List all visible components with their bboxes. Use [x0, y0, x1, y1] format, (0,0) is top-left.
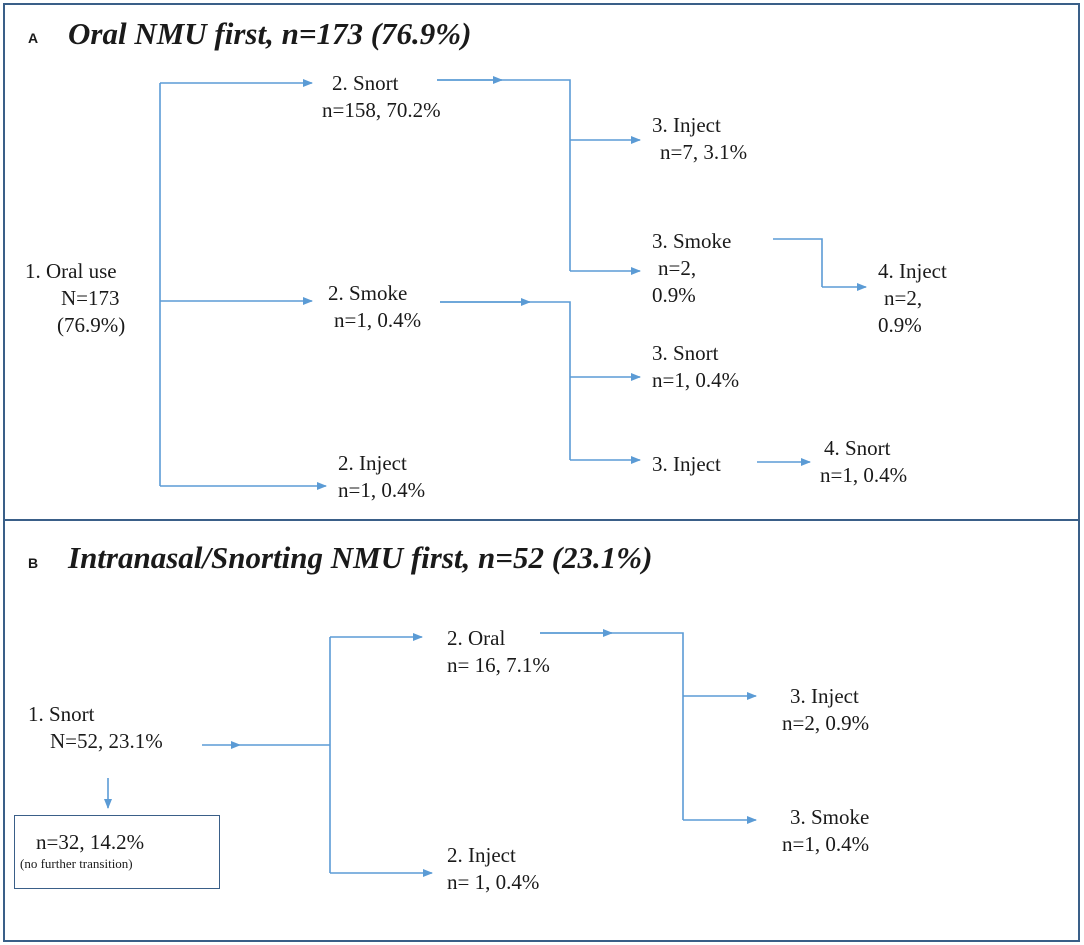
- node-oral-use: 1. Oral use N=173 (76.9%): [25, 258, 125, 339]
- node-label: 2. Oral: [447, 626, 506, 650]
- node-label: 2. Snort: [332, 71, 399, 95]
- node-label: 2. Inject: [338, 451, 407, 475]
- node-b-no-transition: n=32, 14.2% (no further transition): [20, 829, 144, 872]
- node-count: N=173: [61, 286, 120, 310]
- node-label: 1. Oral use: [25, 259, 117, 283]
- node-percent: 0.9%: [878, 313, 922, 337]
- node-a-inject-3a: 3. Inject n=7, 3.1%: [652, 112, 747, 166]
- node-a-snort-2: 2. Snort n=158, 70.2%: [322, 70, 441, 124]
- node-count: n= 16, 7.1%: [447, 653, 550, 677]
- node-label: 3. Smoke: [652, 229, 732, 253]
- node-label: 4. Inject: [878, 259, 947, 283]
- node-count: n=1, 0.4%: [820, 463, 908, 487]
- node-label: 3. Inject: [652, 452, 721, 476]
- node-count: n= 1, 0.4%: [447, 870, 540, 894]
- node-label: 3. Inject: [652, 113, 721, 137]
- node-label: 4. Snort: [824, 436, 891, 460]
- node-a-snort-4: 4. Snort n=1, 0.4%: [820, 435, 907, 489]
- node-count: n=32, 14.2%: [36, 830, 145, 854]
- node-a-smoke-3: 3. Smoke n=2, 0.9%: [652, 228, 731, 309]
- node-a-smoke-2: 2. Smoke n=1, 0.4%: [322, 280, 421, 334]
- node-count: N=52, 23.1%: [50, 729, 163, 753]
- node-a-snort-3: 3. Snort n=1, 0.4%: [652, 340, 739, 394]
- connector-smoke-out: [440, 301, 571, 460]
- node-count: n=2,: [884, 286, 923, 310]
- node-label: 3. Smoke: [790, 805, 870, 829]
- node-label: 2. Inject: [447, 843, 516, 867]
- connector-oral-out: [540, 632, 684, 820]
- no-transition-box: [14, 815, 220, 889]
- node-count: n=1, 0.4%: [338, 478, 426, 502]
- node-count: n=1, 0.4%: [652, 368, 740, 392]
- node-b-inject-3: 3. Inject n=2, 0.9%: [782, 683, 869, 737]
- node-b-smoke-3: 3. Smoke n=1, 0.4%: [782, 804, 869, 858]
- panel-b: [3, 519, 1080, 942]
- node-b-inject-2: 2. Inject n= 1, 0.4%: [447, 842, 539, 896]
- connector-b-trunk: [240, 637, 331, 873]
- panel-a-title: Oral NMU first, n=173 (76.9%): [68, 16, 472, 51]
- panel-b-letter: B: [28, 555, 39, 571]
- node-label: 1. Snort: [28, 702, 95, 726]
- node-b-oral-2: 2. Oral n= 16, 7.1%: [447, 625, 550, 679]
- node-a-inject-3b: 3. Inject: [652, 451, 721, 478]
- connector-snort-out: [437, 79, 571, 271]
- node-label: 3. Inject: [790, 684, 859, 708]
- node-note: (no further transition): [20, 856, 133, 871]
- node-count: n=2, 0.9%: [782, 711, 870, 735]
- connector-smoke3-out: [773, 238, 823, 287]
- node-percent: 0.9%: [652, 283, 696, 307]
- node-label: 2. Smoke: [328, 281, 408, 305]
- node-a-inject-2: 2. Inject n=1, 0.4%: [338, 450, 425, 504]
- node-count: n=1, 0.4%: [334, 308, 422, 332]
- panel-a-letter: A: [28, 30, 39, 46]
- node-count: n=1, 0.4%: [782, 832, 870, 856]
- node-a-inject-4: 4. Inject n=2, 0.9%: [878, 258, 947, 339]
- panel-b-title: Intranasal/Snorting NMU first, n=52 (23.…: [68, 540, 653, 575]
- node-b-snort-1: 1. Snort N=52, 23.1%: [28, 701, 163, 755]
- node-count: n=158, 70.2%: [322, 98, 441, 122]
- node-count: n=2,: [658, 256, 697, 280]
- node-count: n=7, 3.1%: [660, 140, 748, 164]
- node-label: 3. Snort: [652, 341, 719, 365]
- node-percent: (76.9%): [57, 313, 126, 337]
